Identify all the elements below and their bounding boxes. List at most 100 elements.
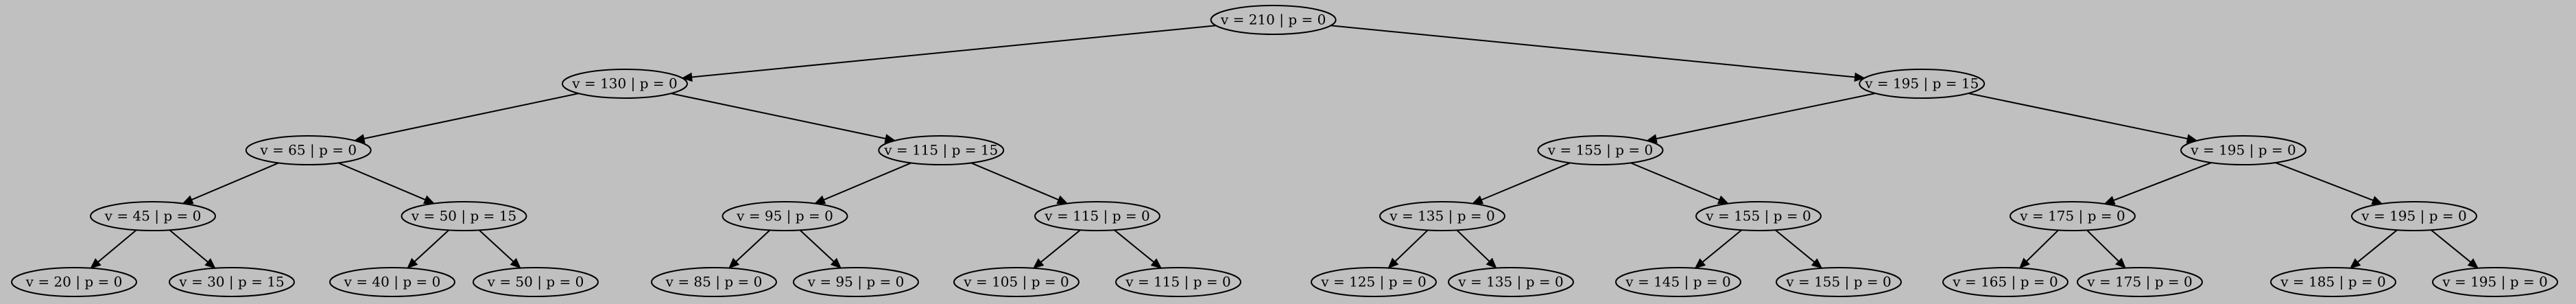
node-ellipse (11, 267, 137, 297)
edge-arrowhead (1471, 195, 1484, 204)
edge-line (2113, 162, 2212, 201)
tree-edge (1694, 229, 1742, 269)
edge-arrowhead (2349, 258, 2361, 269)
node-ellipse (721, 201, 848, 231)
nodes-layer: v = 210 | p = 0v = 130 | p = 0v = 65 | p… (11, 5, 2558, 297)
tree-edge (1114, 229, 1162, 269)
node-label: v = 195 | p = 0 (2361, 208, 2466, 225)
tree-edge (799, 229, 842, 269)
tree-edge (1968, 93, 2198, 143)
tree-node: v = 165 | p = 0 (1942, 267, 2068, 297)
edge-arrowhead (2371, 196, 2383, 205)
tree-edge (2018, 229, 2059, 269)
edge-line (2086, 229, 2119, 262)
tree-edge (1630, 162, 1730, 204)
edge-line (1656, 93, 1876, 140)
node-label: v = 65 | p = 0 (259, 142, 357, 159)
tree-edge (2103, 162, 2212, 205)
edge-arrowhead (681, 72, 693, 82)
edge-line (1630, 162, 1720, 201)
tree-edge (2431, 229, 2479, 269)
tree-edge (814, 162, 911, 204)
tree-edge (681, 25, 1217, 82)
node-ellipse (2009, 201, 2136, 231)
edge-arrowhead (407, 257, 418, 269)
edge-arrowhead (182, 195, 194, 204)
edge-line (1040, 229, 1081, 263)
node-ellipse (2270, 267, 2396, 297)
tree-edge (1471, 162, 1571, 204)
tree-edge (1387, 229, 1429, 269)
tree-edge (1032, 229, 1081, 269)
tree-edge (2275, 162, 2383, 205)
edge-line (337, 162, 426, 201)
node-ellipse (2077, 267, 2203, 297)
edge-line (1775, 229, 1815, 263)
tree-node: v = 135 | p = 0 (1448, 267, 1574, 297)
edge-line (2357, 229, 2398, 263)
node-ellipse (1615, 267, 1741, 297)
tree-node: v = 65 | p = 0 (245, 135, 372, 165)
node-label: v = 175 | p = 0 (2019, 208, 2125, 225)
node-label: v = 155 | p = 0 (1547, 142, 1653, 159)
tree-node: v = 185 | p = 0 (2270, 267, 2396, 297)
tree-edge (1646, 93, 1876, 143)
node-label: v = 40 | p = 0 (344, 274, 441, 291)
tree-node: v = 115 | p = 0 (1034, 201, 1160, 231)
node-label: v = 135 | p = 0 (1389, 208, 1494, 225)
tree-node: v = 155 | p = 0 (1695, 201, 1822, 231)
node-label: v = 95 | p = 0 (807, 274, 905, 291)
edge-arrowhead (1387, 257, 1399, 269)
tree-node: v = 20 | p = 0 (11, 267, 137, 297)
edge-line (478, 229, 514, 262)
tree-node: v = 45 | p = 0 (90, 201, 216, 231)
tree-node: v = 195 | p = 0 (2180, 135, 2306, 165)
tree-node: v = 125 | p = 0 (1311, 267, 1437, 297)
node-ellipse (1942, 267, 2068, 297)
node-ellipse (329, 267, 455, 297)
tree-node: v = 210 | p = 0 (1210, 5, 1337, 35)
edge-line (1702, 229, 1742, 263)
node-ellipse (1776, 267, 1902, 297)
edge-arrowhead (1056, 195, 1069, 204)
edge-arrowhead (1811, 258, 1823, 269)
edge-arrowhead (1486, 257, 1497, 269)
edge-line (823, 162, 911, 201)
edge-line (735, 229, 771, 262)
node-ellipse (245, 135, 372, 165)
edge-line (191, 162, 279, 201)
edge-arrowhead (1150, 258, 1162, 269)
node-ellipse (473, 267, 599, 297)
tree-edge (1456, 229, 1497, 269)
node-ellipse (1210, 5, 1337, 35)
tree-edge (2086, 229, 2127, 269)
edge-line (691, 25, 1217, 78)
node-ellipse (793, 267, 919, 297)
edge-line (2275, 162, 2374, 201)
tree-edge (478, 229, 521, 269)
tree-edge (728, 229, 771, 269)
node-label: v = 85 | p = 0 (665, 274, 763, 291)
edge-arrowhead (1717, 195, 1730, 204)
edge-line (1331, 25, 1855, 78)
edge-arrowhead (204, 258, 216, 269)
tree-edge (1775, 229, 1823, 269)
node-label: v = 155 | p = 0 (1785, 274, 1891, 291)
edge-arrowhead (510, 257, 521, 269)
edges-layer (90, 25, 2479, 269)
node-label: v = 185 | p = 0 (2280, 274, 2385, 291)
tree-node: v = 105 | p = 0 (953, 267, 1080, 297)
tree-node: v = 115 | p = 15 (878, 135, 1005, 165)
tree-edge (169, 229, 216, 269)
tree-edge (1331, 25, 1865, 82)
tree-node: v = 195 | p = 15 (1859, 69, 1985, 99)
tree-node: v = 95 | p = 0 (721, 201, 848, 231)
tree-node: v = 155 | p = 0 (1537, 135, 1664, 165)
tree-node: v = 30 | p = 15 (169, 267, 295, 297)
node-label: v = 125 | p = 0 (1320, 274, 1426, 291)
node-ellipse (401, 201, 527, 231)
node-label: v = 45 | p = 0 (104, 208, 202, 225)
node-label: v = 195 | p = 0 (2442, 274, 2547, 291)
node-ellipse (1537, 135, 1664, 165)
